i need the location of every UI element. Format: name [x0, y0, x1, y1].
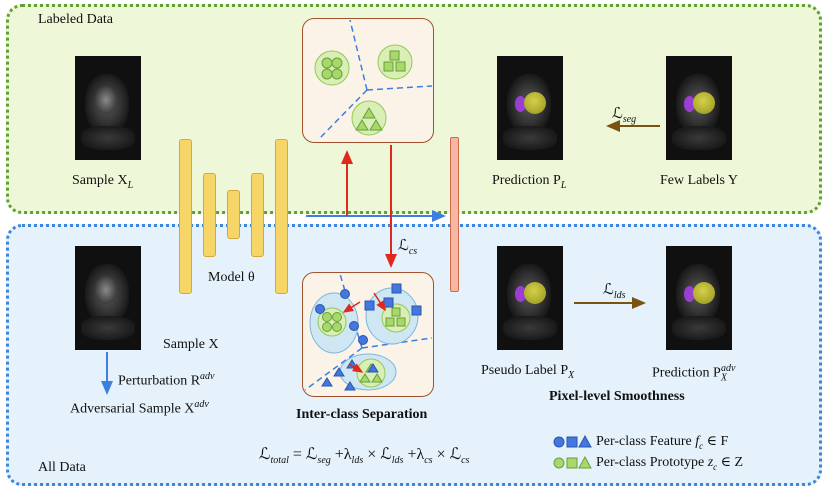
prediction-adv-image: [666, 246, 732, 350]
perturbation-label: Perturbation Radv: [118, 371, 215, 389]
pseudo-label-label: Pseudo Label PX: [481, 363, 575, 381]
few-labels-image: [666, 56, 732, 160]
legend-prototype-label: Per-class Prototype zc ∈ Z: [596, 455, 744, 472]
legend-prototype-triangle-icon: [578, 455, 592, 469]
legend-feature-circle-icon: [553, 436, 565, 448]
legend-feature-square-icon: [566, 436, 578, 448]
prediction-pl-label: Prediction PL: [492, 173, 567, 191]
inter-class-separation-title: Inter-class Separation: [296, 407, 428, 422]
few-labels-label: Few Labels Y: [660, 173, 739, 188]
pixel-level-smoothness-title: Pixel-level Smoothness: [549, 389, 685, 404]
all-data-title: All Data: [38, 460, 86, 475]
sample-x-image: [75, 246, 141, 350]
loss-cs-label: ℒcs: [398, 238, 418, 257]
labeled-data-title: Labeled Data: [38, 12, 114, 27]
model-layer-3: [227, 190, 240, 239]
model-layer-4: [251, 173, 264, 257]
legend-feature-label: Per-class Feature fc ∈ F: [596, 434, 729, 451]
sample-xl-label: Sample XL: [72, 173, 134, 191]
bottom-features: [309, 283, 422, 391]
model-layer-1: [179, 139, 192, 294]
model-layer-5: [275, 139, 288, 294]
loss-seg-label: ℒseg: [612, 106, 637, 125]
legend-feature-triangle-icon: [578, 434, 592, 448]
adversarial-sample-label: Adversarial Sample Xadv: [70, 399, 209, 417]
model-layer-2: [203, 173, 216, 257]
loss-lds-label: ℒlds: [603, 282, 626, 301]
legend-shapes: [553, 434, 592, 469]
total-loss-formula: ℒtotal = ℒseg +λlds × ℒlds +λcs × ℒcs: [259, 446, 470, 467]
top-prototypes: [314, 44, 413, 136]
projection-bar: [450, 137, 459, 292]
prediction-adv-label: Prediction PXadv: [652, 363, 736, 384]
sample-xl-image: [75, 56, 141, 160]
sample-x-label: Sample X: [163, 337, 219, 352]
legend-prototype-square-icon: [566, 457, 578, 469]
prediction-pl-image: [497, 56, 563, 160]
model-label: Model θ: [208, 270, 255, 285]
legend-prototype-circle-icon: [553, 457, 565, 469]
pseudo-label-image: [497, 246, 563, 350]
